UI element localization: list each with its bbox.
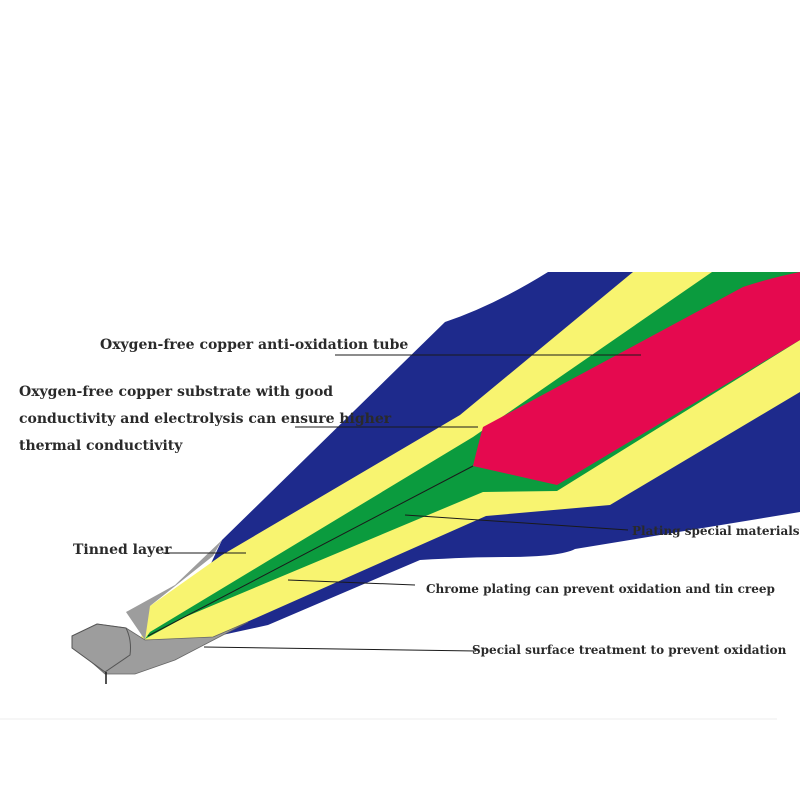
leader-line-surface [203, 646, 477, 652]
label-substrate-line-2: conductivity and electrolysis can ensure… [19, 411, 392, 427]
leader-line-plating [404, 514, 629, 531]
label-chrome-plating: Chrome plating can prevent oxidation and… [426, 582, 775, 596]
label-plating-special-materials: Plating special materials [632, 524, 800, 538]
tinned-tip-face [71, 623, 131, 673]
label-substrate-line-1: Oxygen-free copper substrate with good [19, 384, 334, 400]
copper-substrate-core [473, 272, 800, 485]
inner-divider-line [147, 465, 474, 637]
label-anti-oxidation-tube: Oxygen-free copper anti-oxidation tube [100, 337, 409, 353]
label-tinned-layer: Tinned layer [73, 542, 172, 558]
label-surface-treatment: Special surface treatment to prevent oxi… [472, 643, 787, 657]
label-substrate-line-3: thermal conductivity [19, 438, 183, 454]
leader-line-chrome [287, 579, 416, 586]
tinned-layer-top [126, 540, 222, 640]
